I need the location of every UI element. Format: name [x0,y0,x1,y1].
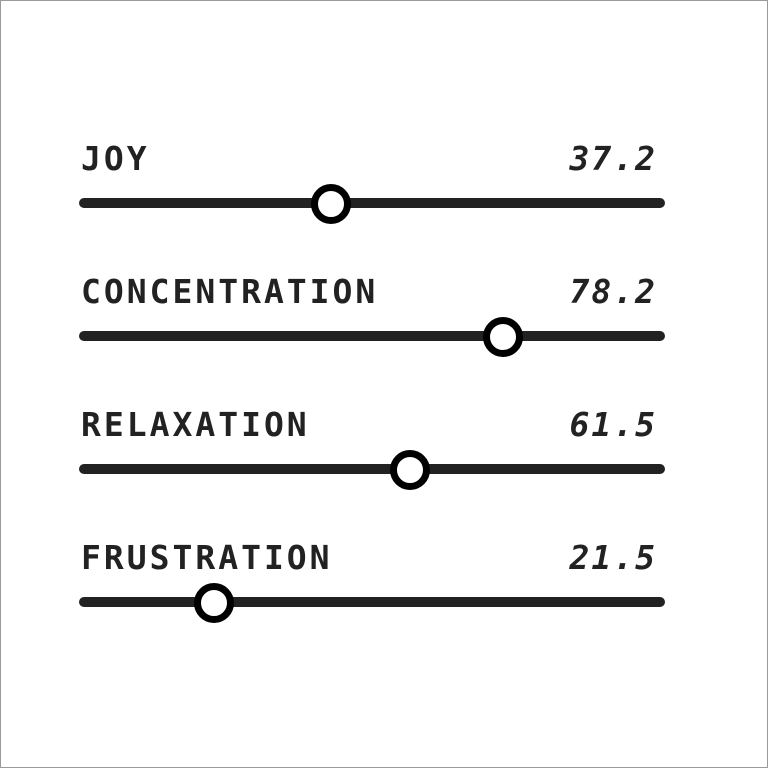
slider-value: 61.5 [569,405,657,444]
slider-frustration: FRUSTRATION 21.5 [79,538,665,628]
slider-label: FRUSTRATION [81,538,333,577]
slider-concentration: CONCENTRATION 78.2 [79,272,665,362]
slider-joy: JOY 37.2 [79,139,665,229]
slider-label: JOY [81,139,150,178]
slider-value: 21.5 [569,538,657,577]
slider-thumb[interactable] [482,317,523,357]
slider-track[interactable] [79,198,665,208]
slider-track[interactable] [79,464,665,474]
slider-value: 37.2 [569,139,657,178]
slider-track[interactable] [79,331,665,341]
slider-label: RELAXATION [81,405,310,444]
slider-label: CONCENTRATION [81,272,379,311]
slider-relaxation: RELAXATION 61.5 [79,405,665,495]
slider-value: 78.2 [569,272,657,311]
slider-track[interactable] [79,597,665,607]
slider-thumb[interactable] [310,184,351,224]
slider-thumb[interactable] [389,450,430,490]
slider-thumb[interactable] [194,583,235,623]
